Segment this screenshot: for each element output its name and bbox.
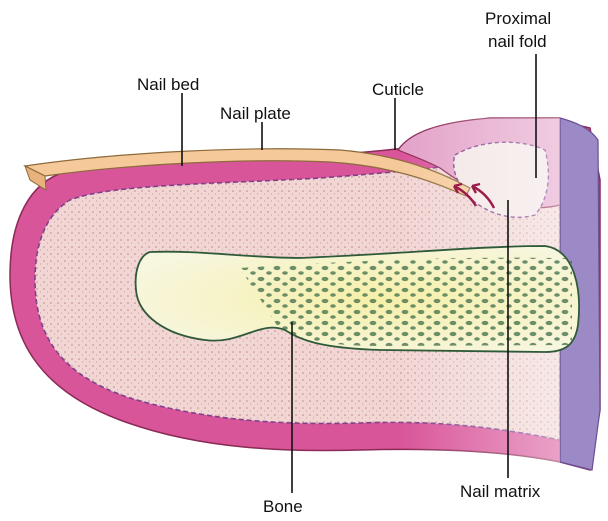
label-bone: Bone xyxy=(263,497,303,516)
label-nail-bed: Nail bed xyxy=(137,75,199,94)
label-nail-plate: Nail plate xyxy=(220,104,291,123)
label-nail-matrix: Nail matrix xyxy=(460,482,541,501)
label-cuticle: Cuticle xyxy=(372,80,424,99)
label-proximal-nail-fold-line1: Proximal xyxy=(485,9,551,28)
bone-porous-area xyxy=(240,258,572,346)
label-proximal-nail-fold-line2: nail fold xyxy=(488,32,547,51)
